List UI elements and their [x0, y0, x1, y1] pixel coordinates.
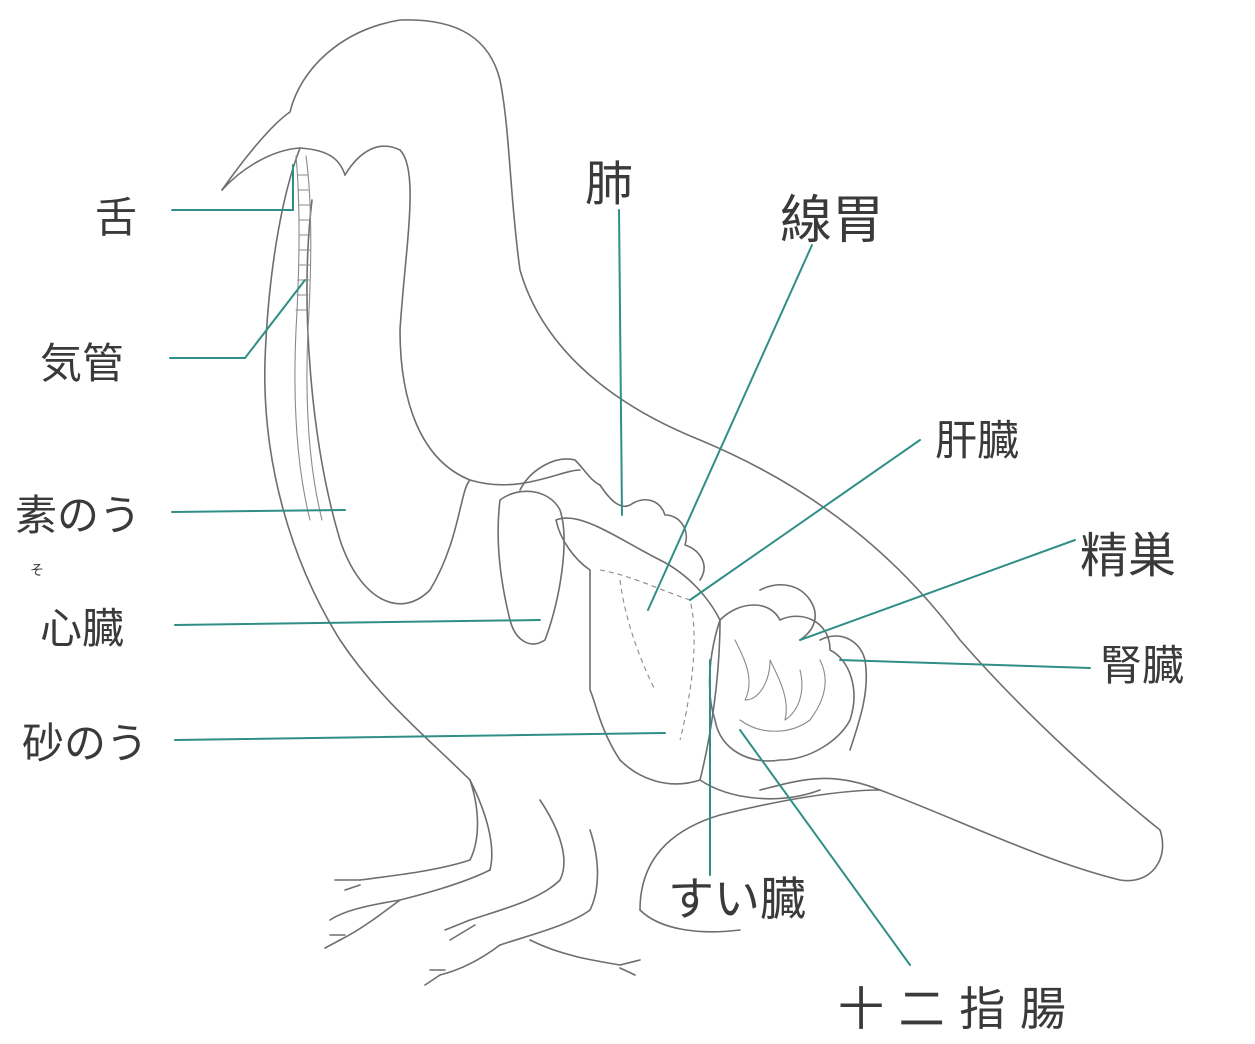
label-testis: 精巣 [1080, 528, 1176, 584]
leader-proventriculus [647, 244, 813, 611]
leader-tongue [171, 164, 294, 211]
label-liver: 肝臓 [935, 416, 1019, 465]
label-heart: 心臓 [40, 604, 124, 653]
trachea-tube [294, 155, 323, 521]
leader-lines [169, 164, 1091, 966]
label-pancreas: すい臓 [668, 872, 806, 926]
leader-kidney [839, 659, 1091, 669]
label-lung: 肺 [585, 156, 633, 212]
label-trachea: 気管 [40, 339, 124, 388]
leader-crop [171, 509, 346, 513]
leader-trachea [169, 279, 306, 359]
label-crop-ruby: そ [30, 563, 44, 579]
legs-and-feet [324, 779, 641, 986]
label-crop: 素のう [15, 491, 141, 540]
leader-heart [174, 619, 541, 626]
internal-organs [497, 458, 868, 800]
leader-gizzard [174, 732, 666, 741]
label-gizzard: 砂のう [22, 719, 148, 768]
leader-lung [618, 209, 623, 516]
labels: 舌 気管 素のう そ 心臓 砂のう 肺 線胃 肝臓 精巣 腎臓 すい臓 十 二 … [15, 156, 1184, 1036]
bird-outline [221, 19, 1164, 933]
label-tongue: 舌 [95, 193, 137, 242]
label-proventriculus: 線胃 [780, 191, 884, 251]
leader-testis [799, 539, 1076, 641]
label-kidney: 腎臓 [1100, 641, 1184, 690]
label-duodenum: 十 二 指 腸 [838, 982, 1066, 1036]
leader-duodenum [739, 729, 911, 966]
leader-liver [689, 439, 921, 601]
